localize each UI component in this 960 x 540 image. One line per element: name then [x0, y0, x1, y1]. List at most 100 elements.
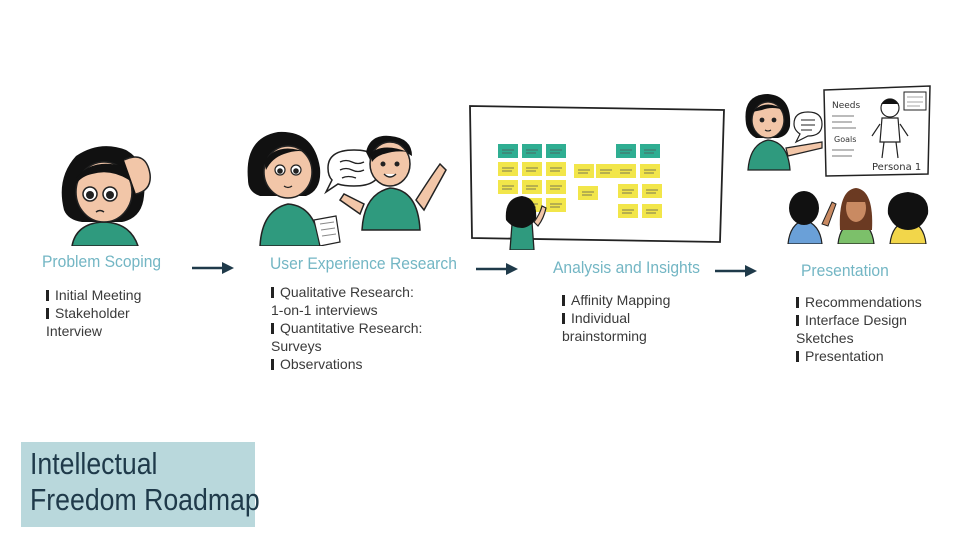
list-item-text: Observations: [280, 356, 363, 372]
sticky-note-scribble: [644, 169, 656, 174]
sticky-note: [498, 162, 518, 176]
sticky-note: [616, 144, 636, 158]
list-item: 1-on-1 interviews: [271, 301, 422, 319]
list-item: Interview: [46, 322, 141, 340]
sticky-note-scribble: [622, 209, 634, 214]
list-item: Recommendations: [796, 293, 922, 311]
sticky-note-scribble: [622, 189, 634, 194]
sticky-note: [498, 180, 518, 194]
sticky-note-scribble: [578, 169, 590, 174]
sticky-note-scribble: [526, 149, 538, 154]
sticky-note: [546, 162, 566, 176]
sticky-note: [578, 186, 598, 200]
list-item: Qualitative Research:: [271, 283, 422, 301]
board-needs-label: Needs: [832, 101, 861, 111]
bullet-marker: [271, 323, 274, 334]
list-item: Stakeholder: [46, 304, 141, 322]
sticky-note: [640, 144, 660, 158]
sticky-note: [546, 144, 566, 158]
board-goals-label: Goals: [834, 135, 856, 144]
sticky-note: [642, 204, 662, 218]
board-persona-label: Persona 1: [872, 162, 921, 173]
list-item-text: Presentation: [805, 348, 884, 364]
list-item-text: Sketches: [796, 330, 854, 346]
roadmap-title-badge: Intellectual Freedom Roadmap: [21, 442, 260, 527]
sticky-note-scribble: [620, 169, 632, 174]
list-item-text: Individual: [571, 310, 631, 326]
list-item: Sketches: [796, 329, 922, 347]
roadmap-title-line-2: Freedom Roadmap: [30, 482, 260, 517]
presentation-illustration: Needs Goals Persona 1: [745, 85, 931, 244]
list-item: Affinity Mapping: [562, 291, 670, 309]
sticky-note-scribble: [582, 191, 594, 196]
sticky-note-scribble: [620, 149, 632, 154]
stage-title-user-research: User Experience Research: [270, 254, 457, 273]
sticky-note-scribble: [526, 185, 538, 190]
sticky-note: [616, 164, 636, 178]
sticky-note-scribble: [550, 185, 562, 190]
arrow-2: [476, 263, 518, 275]
stage-title-presentation: Presentation: [801, 261, 889, 280]
roadmap-title-line-1: Intellectual: [30, 446, 158, 481]
stage-title-analysis: Analysis and Insights: [553, 258, 700, 277]
list-item-text: Qualitative Research:: [280, 284, 414, 300]
sticky-note: [618, 204, 638, 218]
bullet-marker: [46, 290, 49, 301]
list-item-text: brainstorming: [562, 328, 647, 344]
list-item: Observations: [271, 355, 422, 373]
list-item-text: 1-on-1 interviews: [271, 302, 378, 318]
list-item: Quantitative Research:: [271, 319, 422, 337]
bullet-marker: [271, 287, 274, 298]
sticky-note-scribble: [550, 167, 562, 172]
sticky-note-scribble: [502, 185, 514, 190]
sticky-note: [640, 164, 660, 178]
list-item: Initial Meeting: [46, 286, 141, 304]
bullet-marker: [796, 297, 799, 308]
sticky-note: [546, 198, 566, 212]
sticky-note: [522, 180, 542, 194]
list-item: Interface Design: [796, 311, 922, 329]
bullet-marker: [271, 359, 274, 370]
sticky-note: [574, 164, 594, 178]
sticky-note-scribble: [502, 149, 514, 154]
list-item-text: Affinity Mapping: [571, 292, 671, 308]
bullet-marker: [796, 351, 799, 362]
affinity-board-illustration: [469, 105, 725, 250]
list-item-text: Initial Meeting: [55, 287, 142, 303]
arrow-1: [192, 262, 234, 274]
sticky-note: [642, 184, 662, 198]
stage-title-problem-scoping: Problem Scoping: [42, 252, 162, 271]
list-item-text: Quantitative Research:: [280, 320, 423, 336]
list-item: brainstorming: [562, 327, 670, 345]
sticky-note: [498, 144, 518, 158]
list-item: Individual: [562, 309, 670, 327]
list-item-text: Stakeholder: [55, 305, 130, 321]
problem-scoping-illustration: [61, 146, 151, 246]
sticky-note: [618, 184, 638, 198]
sticky-note-scribble: [646, 209, 658, 214]
bullet-marker: [46, 308, 49, 319]
sticky-note-scribble: [502, 167, 514, 172]
arrow-3: [715, 265, 757, 277]
list-item-text: Surveys: [271, 338, 322, 354]
sticky-note-scribble: [550, 203, 562, 208]
list-item: Presentation: [796, 347, 922, 365]
sticky-note: [522, 162, 542, 176]
sticky-note-scribble: [600, 169, 612, 174]
sticky-note-scribble: [550, 149, 562, 154]
sticky-note-scribble: [526, 167, 538, 172]
bullet-marker: [796, 315, 799, 326]
bullet-marker: [562, 295, 565, 306]
list-item-text: Interface Design: [805, 312, 907, 328]
list-item-text: Recommendations: [805, 294, 922, 310]
bullet-marker: [562, 313, 565, 324]
sticky-note: [546, 180, 566, 194]
user-research-illustration: [247, 131, 447, 246]
list-item-text: Interview: [46, 323, 103, 339]
sticky-note-scribble: [644, 149, 656, 154]
sticky-note: [596, 164, 616, 178]
